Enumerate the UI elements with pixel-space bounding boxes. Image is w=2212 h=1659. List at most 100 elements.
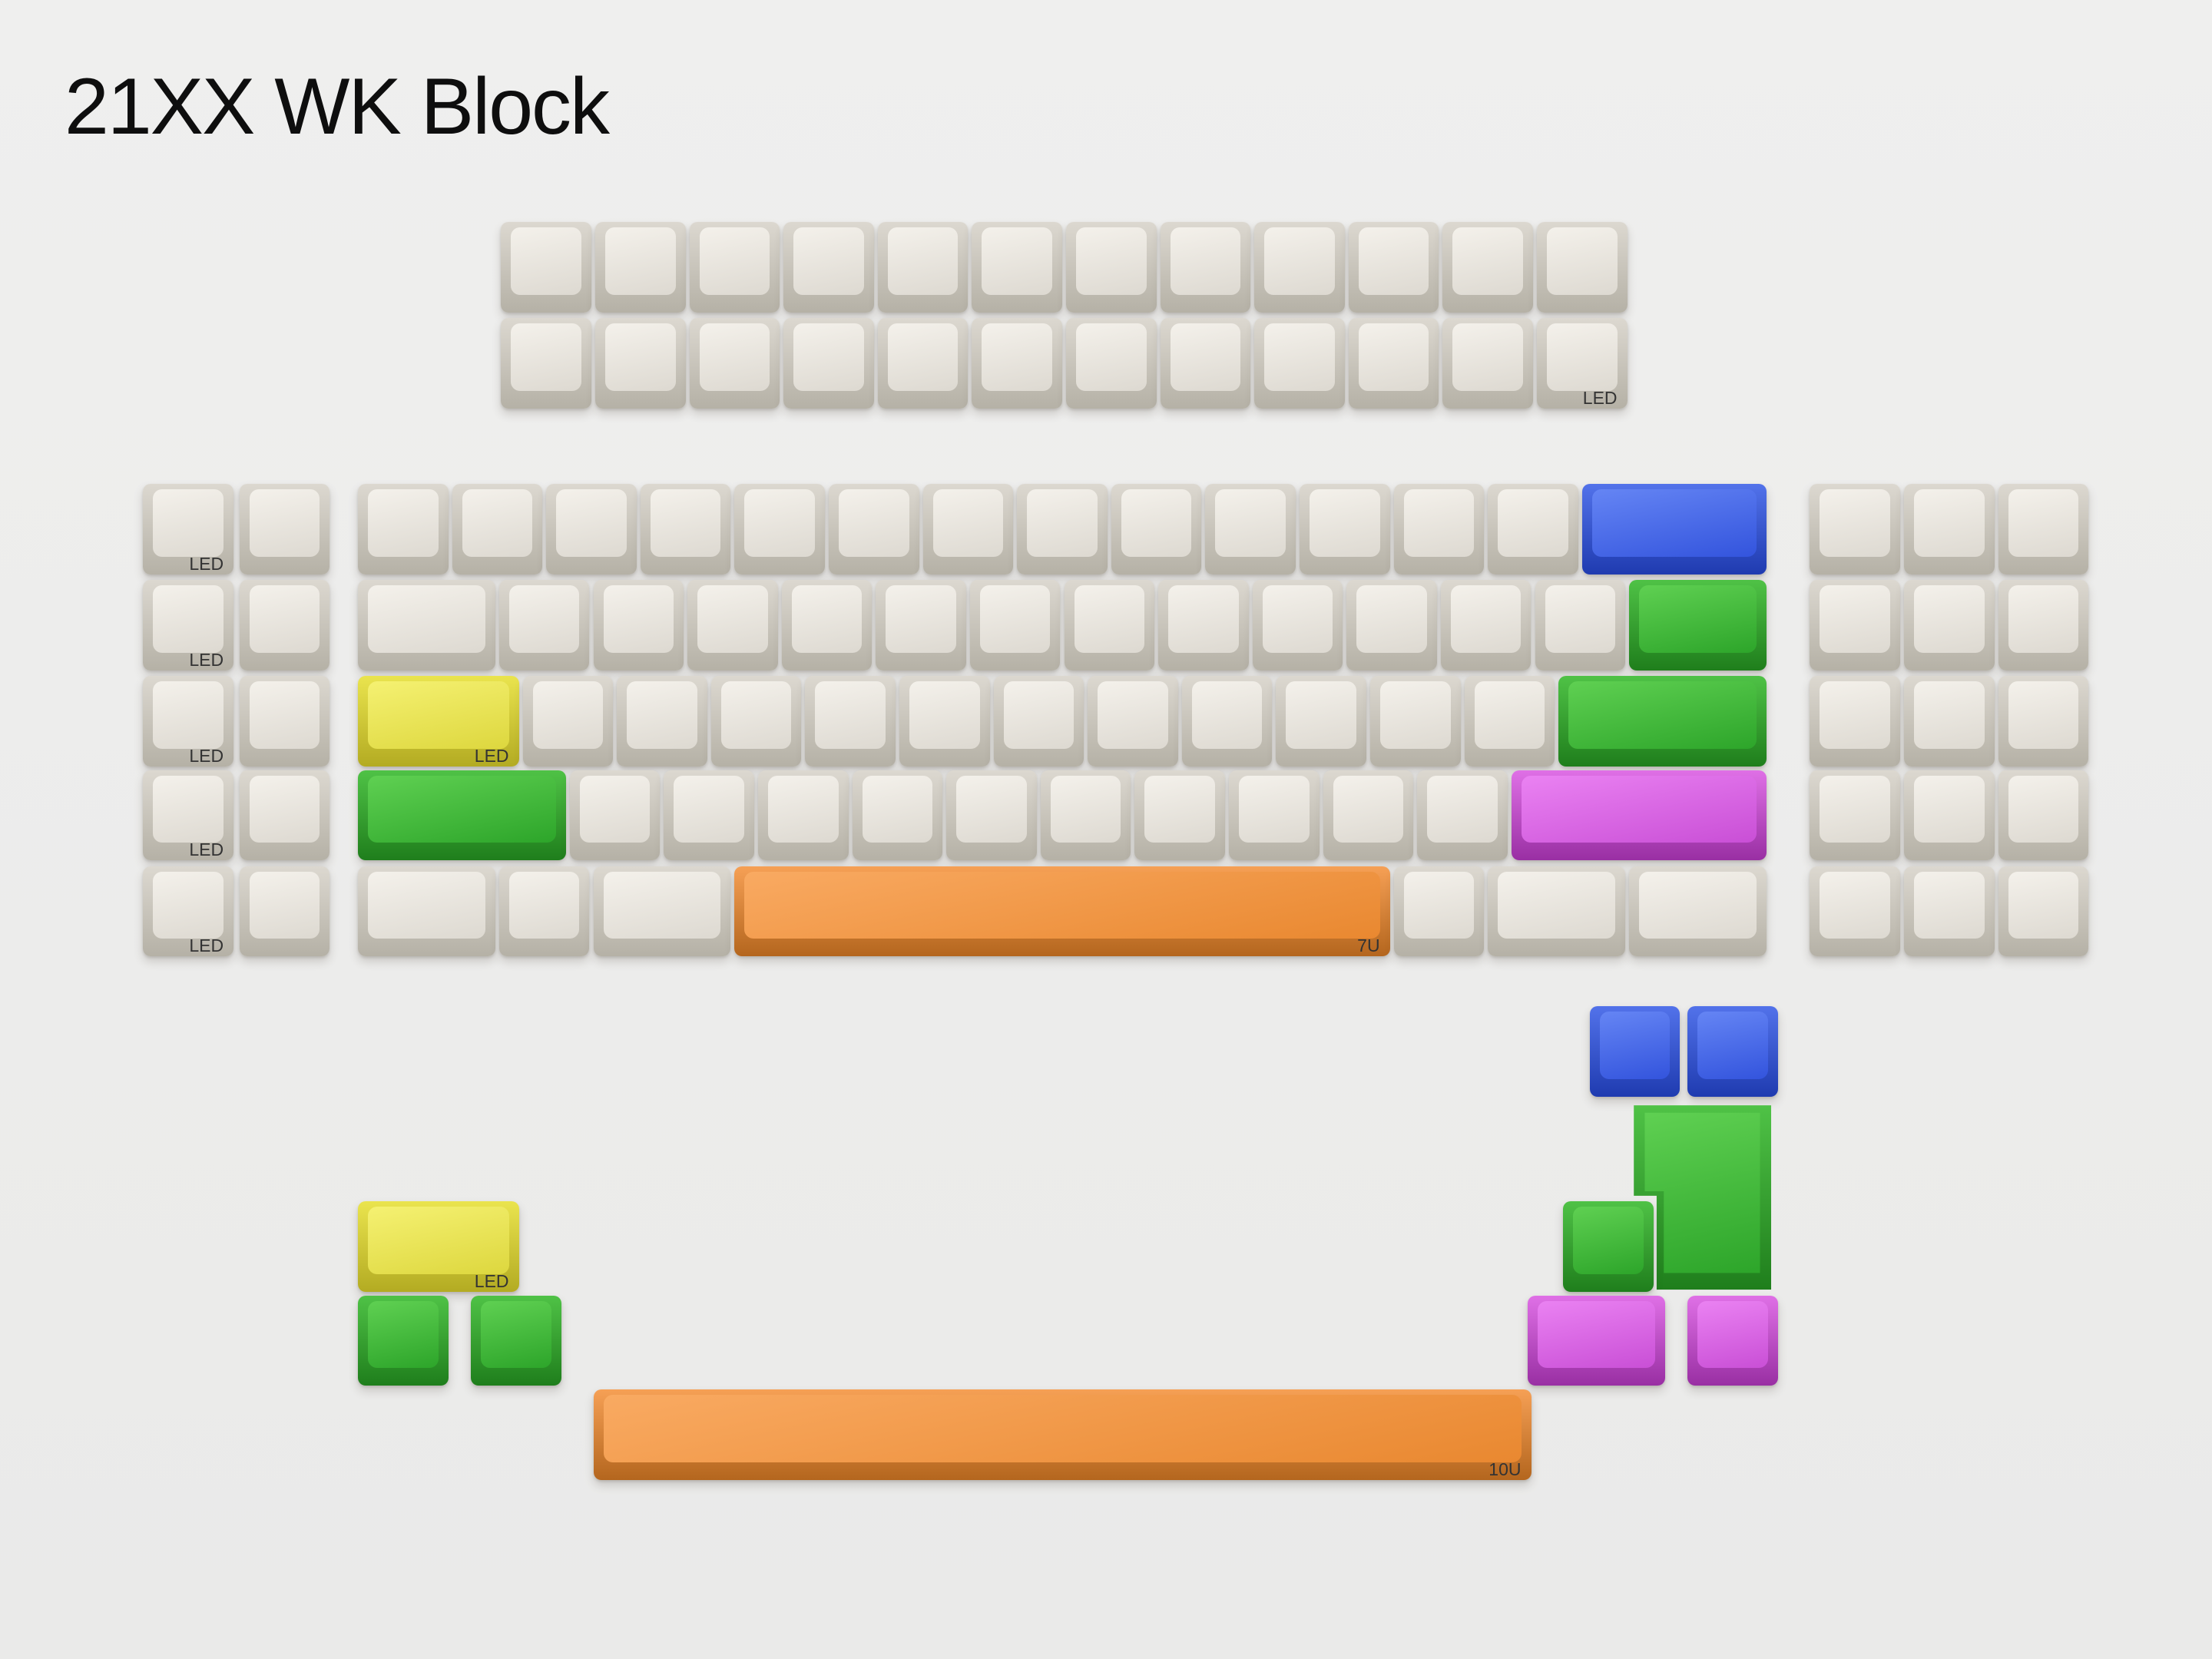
keycap-top-face <box>627 681 697 749</box>
keycap-white <box>783 318 874 409</box>
keycap-white <box>1904 866 1995 957</box>
keycap-white <box>922 484 1014 575</box>
keycap-top-face <box>982 227 1052 295</box>
keycap-top-face <box>153 585 224 653</box>
keycap-top-face <box>1639 585 1757 653</box>
keycap-white <box>1348 318 1439 409</box>
keycap-white: LED <box>143 676 234 767</box>
keycap-top-face <box>2008 585 2079 653</box>
key-size-label: LED <box>189 839 224 860</box>
keycap-white <box>1535 580 1626 671</box>
keycap-white <box>1998 676 2089 767</box>
keycap-white <box>1488 866 1626 957</box>
keycap-white <box>239 484 330 575</box>
keycap-white <box>1393 484 1485 575</box>
key-size-label: LED <box>1582 387 1618 408</box>
keycap-white <box>594 318 686 409</box>
keycap-top-face <box>249 871 320 939</box>
keycap-white <box>877 222 969 313</box>
keycap-top-face <box>979 585 1051 653</box>
keycap-white: LED <box>143 866 234 957</box>
keycap-white <box>1254 318 1345 409</box>
keycap-white <box>1904 580 1995 671</box>
keycap-magenta <box>1527 1295 1665 1386</box>
keycap-white <box>1998 484 2089 575</box>
keycap-top-face <box>744 489 815 557</box>
keycap-top-face <box>1820 871 1891 939</box>
key-size-label: LED <box>189 935 224 956</box>
keycap-top-face <box>862 775 933 843</box>
keycap-white <box>1464 676 1555 767</box>
keycap-top-face <box>1450 585 1522 653</box>
keycap-white <box>1276 676 1366 767</box>
keycap-white <box>498 866 590 957</box>
keycap-white <box>993 676 1084 767</box>
key-size-label: LED <box>189 649 224 670</box>
keycap-top-face <box>1310 489 1380 557</box>
keycap-top-face <box>1191 681 1263 749</box>
keycap-white <box>734 484 825 575</box>
keycap-top-face <box>511 323 581 391</box>
keycap-top-face <box>1121 489 1192 557</box>
keycap-white: LED <box>143 770 234 861</box>
keycap-white <box>1064 580 1155 671</box>
keycap-top-face <box>1075 227 1147 295</box>
keycap-white <box>1904 484 1995 575</box>
keycap-white <box>829 484 919 575</box>
keycap-white <box>1065 318 1157 409</box>
keycap-green <box>1558 676 1767 767</box>
keycap-top-face <box>1358 323 1429 391</box>
keycap-top-face <box>674 775 745 843</box>
keycap-white <box>1254 222 1345 313</box>
keycap-white <box>239 866 330 957</box>
keycap-white <box>1065 222 1157 313</box>
keycap-white <box>1904 770 1995 861</box>
keycap-top-face <box>744 871 1380 939</box>
keycap-white <box>689 222 780 313</box>
keycap-top-face <box>1914 489 1985 557</box>
keycap-top-face <box>1027 489 1098 557</box>
keycap-top-face <box>1697 1012 1768 1080</box>
keycap-top-face <box>1003 681 1075 749</box>
keycap-top-face <box>1573 1207 1644 1274</box>
key-size-label: LED <box>474 745 509 766</box>
keycap-white <box>1810 484 1901 575</box>
keycap-top-face <box>839 489 909 557</box>
keycap-green <box>358 1295 449 1386</box>
keycap-green <box>1563 1201 1654 1292</box>
keycap-top-face <box>1170 227 1241 295</box>
keycap-top-face <box>153 681 224 749</box>
keycap-white <box>1205 484 1296 575</box>
keycap-white <box>972 318 1062 409</box>
keycap-top-face <box>1546 323 1618 391</box>
keycap-white <box>946 770 1037 861</box>
keycap-white <box>1346 580 1437 671</box>
keycap-top-face <box>1820 775 1891 843</box>
keycap-top-face <box>793 323 864 391</box>
keycap-top-face <box>1427 775 1498 843</box>
keycap-top-face <box>793 227 864 295</box>
keycap-white <box>617 676 707 767</box>
keycap-white <box>569 770 661 861</box>
keycap-top-face <box>699 323 770 391</box>
keycap-top-face <box>1820 489 1891 557</box>
iso-enter-keycap <box>1634 1105 1772 1290</box>
key-size-label: LED <box>474 1270 509 1291</box>
keycap-top-face <box>720 681 792 749</box>
keycap-white <box>358 580 495 671</box>
keycap-top-face <box>556 489 627 557</box>
keycap-top-face <box>603 585 674 653</box>
keycap-top-face <box>1545 585 1616 653</box>
keycap-top-face <box>368 585 485 653</box>
keycap-white <box>593 580 684 671</box>
keycap-top-face <box>604 227 676 295</box>
key-size-label: LED <box>189 553 224 574</box>
key-size-label: LED <box>189 745 224 766</box>
keycap-white <box>1111 484 1202 575</box>
keycap-top-face <box>368 681 509 749</box>
keycap-white <box>805 676 896 767</box>
keycap-white <box>1181 676 1273 767</box>
keycap-top-face <box>956 775 1027 843</box>
keycap-white <box>1158 580 1249 671</box>
